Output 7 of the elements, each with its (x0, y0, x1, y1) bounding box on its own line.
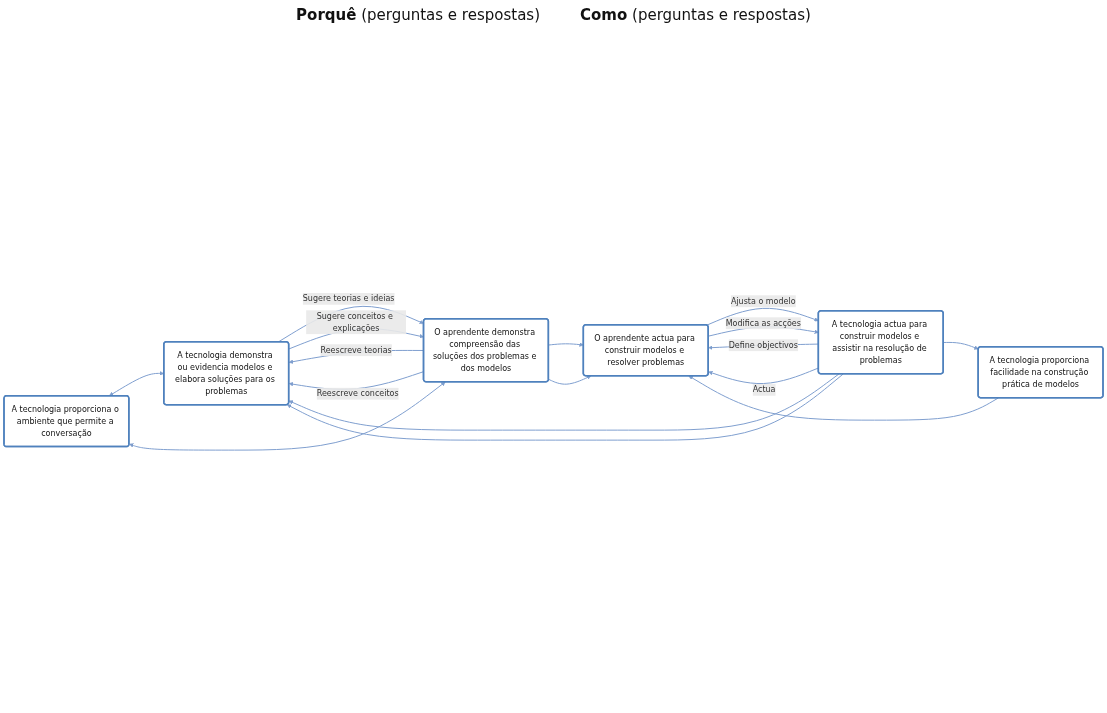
note-text: Como (perguntas e respostas) (580, 6, 811, 24)
arrow (548, 375, 592, 385)
arrow (129, 381, 446, 451)
note-text: Porquê (perguntas e respostas) (296, 6, 540, 24)
arrow (688, 375, 999, 421)
arrow (548, 342, 584, 347)
arrow (706, 307, 819, 326)
